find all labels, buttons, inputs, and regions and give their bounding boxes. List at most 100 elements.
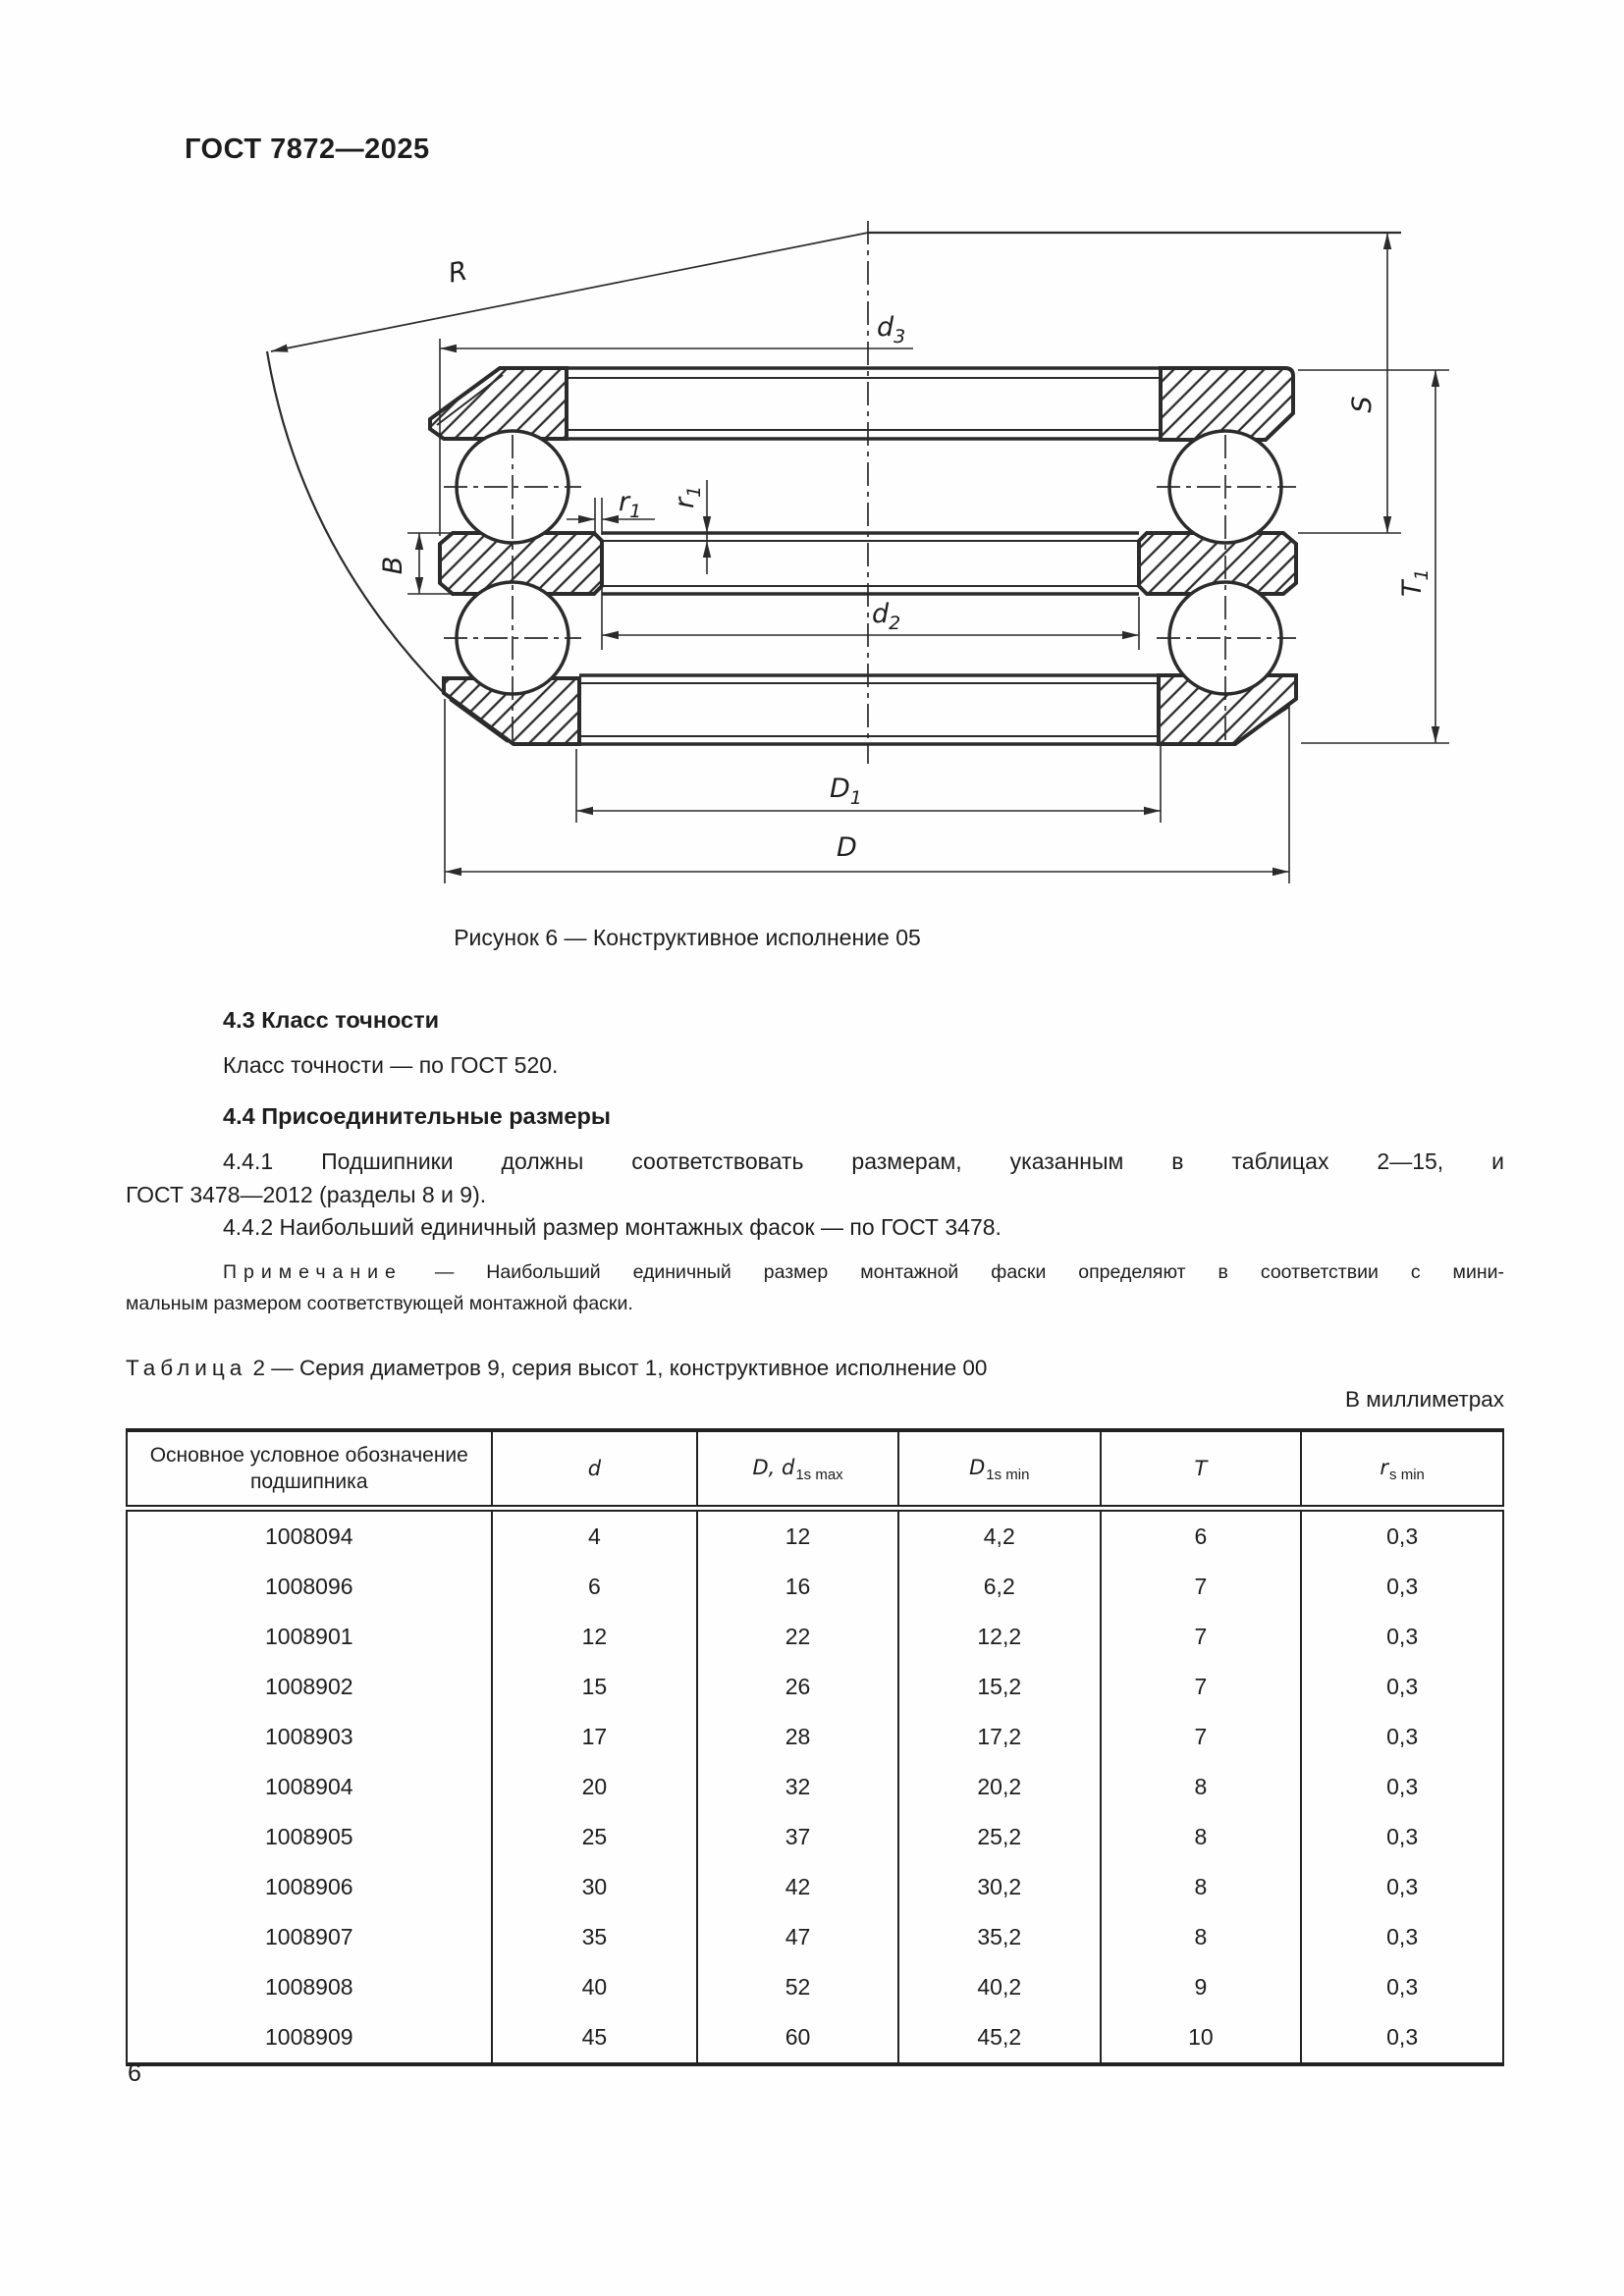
table-cell: 1008905 (126, 1812, 493, 1862)
section-4-4-heading: 4.4 Присоединительные размеры (223, 1103, 611, 1129)
table-cell: 15,2 (896, 1662, 1102, 1712)
table-cell: 0,3 (1300, 1508, 1504, 1562)
table-cell: 30 (490, 1862, 699, 1912)
table-cell: 0,3 (1300, 1762, 1504, 1812)
table-cell: 60 (696, 2012, 899, 2064)
col-designation: Основное условное обозначение подшипника (126, 1430, 493, 1512)
table-cell: 1008904 (126, 1762, 493, 1812)
label-D1: D1 (830, 774, 862, 809)
table-cell: 28 (696, 1712, 899, 1762)
label-B: B (378, 557, 408, 575)
note-line2: мальным размером соответствующей монтажн… (126, 1293, 633, 1314)
label-r1-horizontal: r1 (619, 487, 641, 522)
table-cell: 42 (696, 1862, 899, 1912)
dimension-lines (418, 233, 1436, 873)
table-cell: 7 (1099, 1562, 1303, 1612)
table-cell: 0,3 (1300, 1612, 1504, 1662)
col-rsmin: rs min (1300, 1430, 1504, 1512)
table-cell: 15 (490, 1662, 699, 1712)
table-cell: 12 (490, 1612, 699, 1662)
table-cell: 32 (696, 1762, 899, 1812)
table-cell: 0,3 (1300, 1962, 1504, 2012)
table-cell: 40,2 (896, 1962, 1102, 2012)
housing-washer-bottom (442, 673, 1298, 746)
figure-caption: Рисунок 6 — Конструктивное исполнение 05 (454, 925, 921, 950)
table-header-row: Основное условное обозначение подшипника… (126, 1430, 1504, 1512)
page-title: ГОСТ 7872—2025 (185, 133, 430, 165)
table-cell: 1008903 (126, 1712, 493, 1762)
note-line1: Примечание — Наибольший единичный размер… (126, 1261, 1504, 1284)
table-cell: 37 (696, 1812, 899, 1862)
note-text: — Наибольший единичный размер монтажной … (402, 1261, 1504, 1283)
table-cell: 17 (490, 1712, 699, 1762)
table-cell: 0,3 (1300, 1562, 1504, 1612)
table-cell: 26 (696, 1662, 899, 1712)
table-cell: 12 (696, 1508, 899, 1562)
table-cell: 0,3 (1300, 1862, 1504, 1912)
table-cell: 25 (490, 1812, 699, 1862)
col-D1smin: D1s min (896, 1430, 1102, 1512)
table-cell: 0,3 (1300, 1912, 1504, 1962)
table-cell: 30,2 (896, 1862, 1102, 1912)
table-cell: 0,3 (1300, 1662, 1504, 1712)
table-cell: 1008096 (126, 1562, 493, 1612)
table-cell: 22 (696, 1612, 899, 1662)
table-cell: 7 (1099, 1612, 1303, 1662)
section-4-3-heading: 4.3 Класс точности (223, 1007, 440, 1033)
table-cell: 25,2 (896, 1812, 1102, 1862)
table-cell: 8 (1099, 1812, 1303, 1862)
ring-face-lines (567, 366, 1161, 746)
table-cell: 1008906 (126, 1862, 493, 1912)
dimension-arrows (414, 233, 1440, 877)
col-d: d (490, 1430, 699, 1512)
table-cell: 12,2 (896, 1612, 1102, 1662)
table-cell: 1008901 (126, 1612, 493, 1662)
table-cell: 0,3 (1300, 1712, 1504, 1762)
table-cell: 4 (490, 1508, 699, 1562)
figure-6-drawing: R d3 d2 D1 D S T1 B r1 r1 (265, 221, 1449, 883)
label-d2: d2 (872, 599, 900, 634)
paragraph-4-4-1-line1: 4.4.1 Подшипники должны соответствовать … (223, 1148, 1504, 1174)
table-cell: 52 (696, 1962, 899, 2012)
table-cell: 16 (696, 1562, 899, 1612)
table-cell: 7 (1099, 1662, 1303, 1712)
table-cell: 0,3 (1300, 1812, 1504, 1862)
table-cell: 40 (490, 1962, 699, 2012)
table-cell: 20,2 (896, 1762, 1102, 1812)
paragraph-4-4-1-line2: ГОСТ 3478—2012 (разделы 8 и 9). (126, 1182, 487, 1207)
table-cell: 0,3 (1300, 2012, 1504, 2064)
table-cell: 6 (1099, 1508, 1303, 1562)
table-cell: 6,2 (896, 1562, 1102, 1612)
table-cell: 47 (696, 1912, 899, 1962)
center-lines (444, 221, 1296, 764)
label-S: S (1347, 396, 1378, 412)
table-cell: 8 (1099, 1912, 1303, 1962)
table-cell: 10 (1099, 2012, 1303, 2064)
table-cell: 8 (1099, 1862, 1303, 1912)
chamfer-edges (436, 374, 1290, 743)
sphere-radius-R (265, 231, 1401, 694)
table-cell: 7 (1099, 1712, 1303, 1762)
dimension-table: Основное условное обозначение подшипника… (126, 1428, 1504, 2066)
label-R: R (446, 256, 469, 290)
table-cell: 9 (1099, 1962, 1303, 2012)
table-cell: 45 (490, 2012, 699, 2064)
table-cell: 1008909 (126, 2012, 493, 2064)
table-units: В миллиметрах (1345, 1387, 1504, 1412)
table-cell: 1008908 (126, 1962, 493, 2012)
table-cell: 35 (490, 1912, 699, 1962)
table-cell: 1008907 (126, 1912, 493, 1962)
label-D: D (837, 832, 857, 863)
